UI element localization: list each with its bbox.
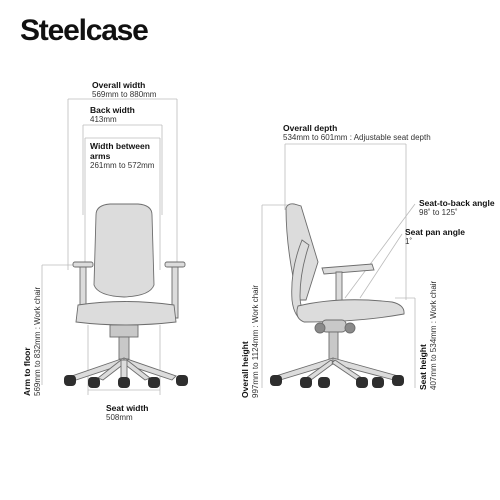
arm-to-floor-title: Arm to floor — [22, 347, 32, 396]
seat-to-back-angle-value: 98˚ to 125˚ — [419, 208, 458, 217]
seat-to-back-angle-title: Seat-to-back angle — [419, 198, 495, 208]
arm-to-floor-value: 569mm to 832mm : Work chair — [33, 286, 42, 396]
seat-pan-leader — [359, 233, 403, 299]
back-width-value: 413mm — [90, 115, 117, 124]
overall-width-value: 569mm to 880mm — [92, 90, 157, 99]
seat-pan-angle-title: Seat pan angle — [405, 227, 465, 237]
side-chair-casters — [270, 375, 404, 388]
seat-height-value: 407mm to 534mm : Work chair — [429, 280, 438, 390]
side-chair-illustration — [275, 203, 405, 381]
overall-height-title: Overall height — [240, 341, 250, 398]
seat-width-value: 508mm — [106, 413, 133, 422]
seat-to-back-leader — [344, 203, 416, 299]
seat-to-back-angle-label: Seat-to-back angle 98˚ to 125˚ — [419, 198, 495, 218]
seat-height-label: Seat height 407mm to 534mm : Work chair — [418, 281, 439, 390]
overall-height-label: Overall height 997mm to 1124mm : Work ch… — [240, 285, 261, 398]
width-between-arms-value: 261mm to 572mm — [90, 161, 155, 170]
overall-width-label: Overall width 569mm to 880mm — [92, 80, 156, 100]
overall-height-value: 997mm to 1124mm : Work chair — [251, 284, 260, 398]
seat-width-title: Seat width — [106, 403, 149, 413]
seat-pan-angle-value: 1˚ — [405, 237, 413, 246]
seat-pan-angle-label: Seat pan angle 1˚ — [405, 227, 465, 247]
overall-depth-title: Overall depth — [283, 123, 338, 133]
seat-height-title: Seat height — [418, 344, 428, 390]
front-chair-casters — [64, 375, 188, 388]
overall-width-title: Overall width — [92, 80, 146, 90]
back-width-title: Back width — [90, 105, 135, 115]
overall-depth-label: Overall depth 534mm to 601mm : Adjustabl… — [283, 123, 433, 143]
arm-to-floor-label: Arm to floor 569mm to 832mm : Work chair — [22, 287, 43, 396]
steelcase-logo: Steelcase — [20, 14, 149, 47]
front-chair-illustration — [71, 203, 186, 381]
overall-depth-value: 534mm to 601mm : Adjustable seat depth — [283, 133, 431, 142]
width-between-arms-label: Width between arms 261mm to 572mm — [90, 141, 160, 171]
seat-width-label: Seat width 508mm — [106, 403, 149, 423]
back-width-label: Back width 413mm — [90, 105, 135, 125]
width-between-arms-title: Width between arms — [90, 141, 150, 161]
